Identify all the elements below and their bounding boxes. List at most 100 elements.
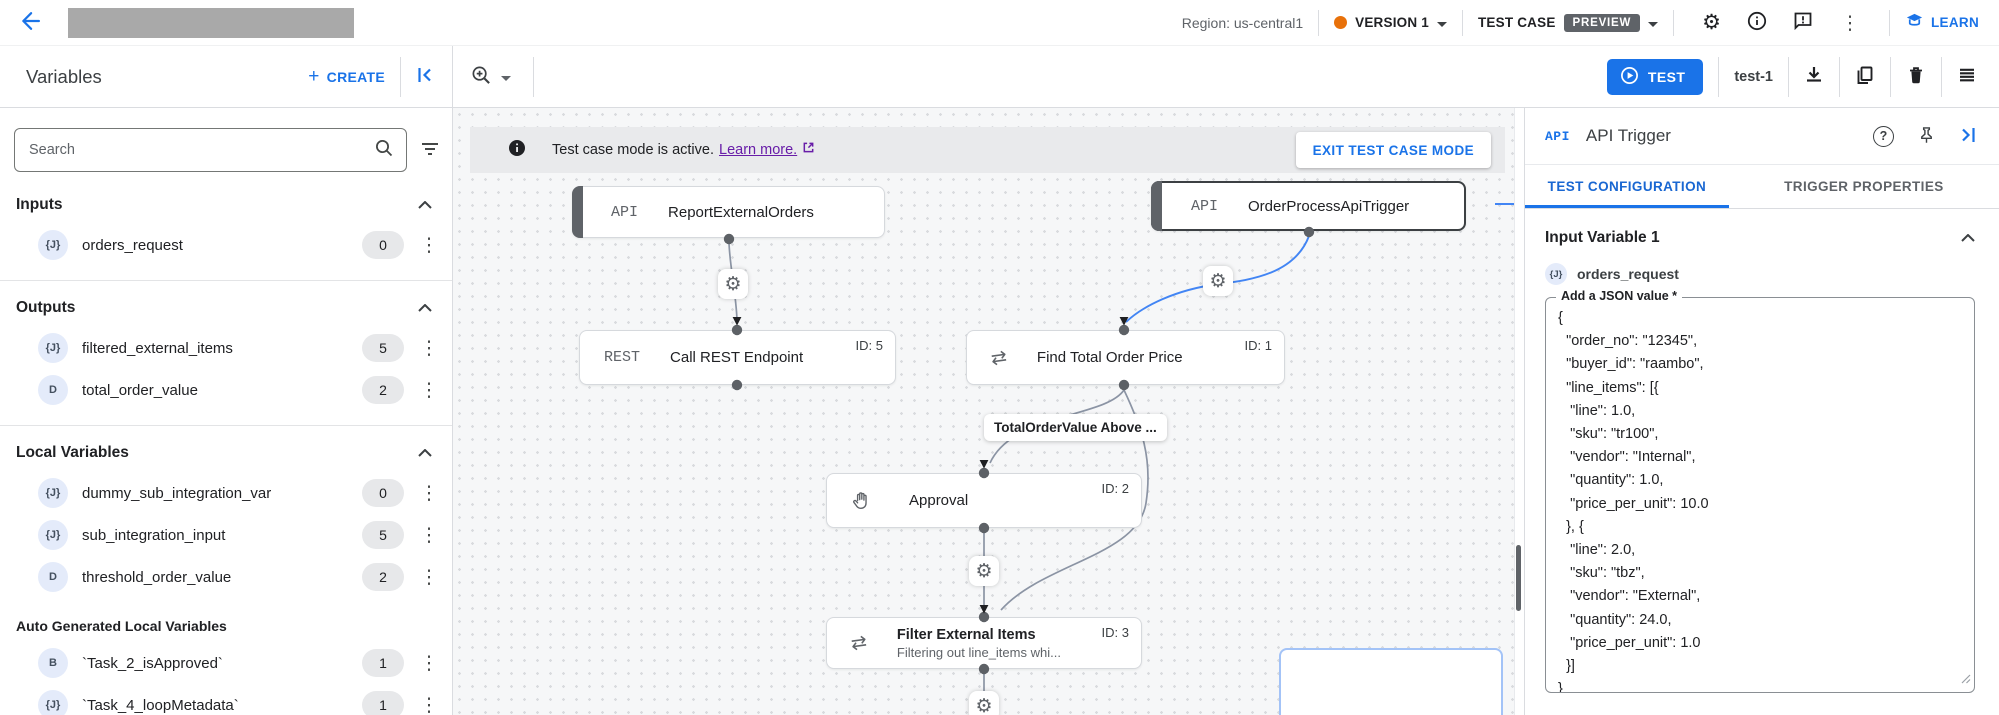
node-order-process-api-trigger[interactable]: API OrderProcessApiTrigger (1151, 181, 1466, 231)
download-button[interactable] (1804, 65, 1824, 88)
back-arrow-icon (20, 11, 40, 34)
divider (1461, 9, 1463, 36)
divider (0, 425, 452, 426)
collapse-left-icon (416, 66, 434, 87)
test-case-menu[interactable]: TEST CASE PREVIEW (1477, 13, 1659, 32)
info-button[interactable] (1747, 11, 1767, 34)
resize-handle-icon[interactable] (1961, 671, 1971, 689)
usage-count-badge: 2 (362, 563, 404, 591)
menu-lines-icon (1957, 65, 1977, 88)
data-mapping-icon: ⇄ (849, 630, 869, 656)
node-call-rest-endpoint[interactable]: REST Call REST Endpoint ID: 5 (579, 330, 896, 385)
node-id-label: ID: 2 (1101, 481, 1129, 496)
learn-link[interactable]: LEARN (1905, 12, 1979, 34)
json-type-icon: {J} (38, 478, 68, 508)
back-button[interactable] (20, 11, 40, 34)
usage-count-badge: 5 (362, 521, 404, 549)
settings-button[interactable]: ⚙ (1702, 12, 1721, 33)
draft-node-box[interactable] (1279, 648, 1503, 715)
node-type-label: API (611, 203, 639, 221)
help-button[interactable]: ? (1873, 125, 1894, 147)
node-find-total-order-price[interactable]: ⇄ Find Total Order Price ID: 1 (966, 330, 1285, 385)
divider (1673, 9, 1675, 36)
variable-row[interactable]: {J} `Task_4_loopMetadata` 1 ⋮ (0, 684, 452, 715)
edge-settings-gear-icon[interactable]: ⚙ (718, 269, 748, 299)
more-options-icon[interactable]: ⋮ (419, 524, 439, 546)
more-options-icon[interactable]: ⋮ (419, 234, 439, 256)
search-input[interactable] (29, 142, 374, 158)
input-variable-section-title: Input Variable 1 (1545, 229, 1660, 246)
node-id-label: ID: 1 (1244, 338, 1272, 353)
node-filter-external-items[interactable]: ⇄ Filter External Items Filtering out li… (826, 617, 1142, 669)
panel-tabs: TEST CONFIGURATION TRIGGER PROPERTIES (1525, 165, 1999, 209)
version-menu[interactable]: VERSION 1 (1334, 15, 1447, 30)
usage-count-badge: 1 (362, 649, 404, 677)
usage-count-badge: 5 (362, 334, 404, 362)
node-approval[interactable]: Approval ID: 2 (826, 473, 1142, 528)
more-options-icon[interactable]: ⋮ (419, 337, 439, 359)
variables-panel: Inputs {J} orders_request 0 ⋮ Outputs {J… (0, 108, 453, 715)
edge-settings-gear-icon[interactable]: ⚙ (969, 556, 999, 586)
feedback-icon (1793, 11, 1813, 34)
more-options-icon[interactable]: ⋮ (419, 652, 439, 674)
caret-down-icon (501, 69, 511, 84)
task-list-button[interactable] (1957, 65, 1977, 88)
edge-settings-gear-icon[interactable]: ⚙ (1203, 266, 1233, 296)
gear-icon: ⚙ (1702, 10, 1721, 34)
external-link-icon (802, 141, 815, 159)
tab-trigger-properties[interactable]: TRIGGER PROPERTIES (1784, 179, 1944, 194)
divider (1318, 9, 1320, 36)
inputs-section-header[interactable]: Inputs (0, 178, 452, 224)
filter-list-icon (420, 142, 440, 159)
create-variable-button[interactable]: + CREATE (308, 66, 385, 87)
divider (533, 56, 534, 97)
test-case-label: TEST CASE (1477, 15, 1556, 30)
variable-row[interactable]: {J} orders_request 0 ⋮ (0, 224, 452, 266)
variable-row[interactable]: {J} sub_integration_input 5 ⋮ (0, 514, 452, 556)
variable-row[interactable]: D total_order_value 2 ⋮ (0, 369, 452, 411)
test-case-name: test-1 (1734, 68, 1773, 85)
test-button[interactable]: TEST (1606, 58, 1704, 95)
more-options-icon[interactable]: ⋮ (419, 379, 439, 401)
info-icon (508, 139, 526, 162)
divider (1788, 56, 1789, 97)
integration-canvas[interactable]: API ReportExternalOrders API OrderProces… (453, 108, 1514, 715)
usage-count-badge: 0 (362, 231, 404, 259)
learn-more-link[interactable]: Learn more. (719, 142, 798, 158)
divider (1718, 56, 1720, 97)
edge-condition-label[interactable]: TotalOrderValue Above ... (984, 414, 1167, 441)
json-value-textarea[interactable]: { "order_no": "12345", "buyer_id": "raam… (1546, 298, 1974, 692)
local-variables-section-header[interactable]: Local Variables (0, 426, 452, 472)
chevron-up-icon[interactable] (1961, 229, 1975, 247)
delete-button[interactable] (1906, 65, 1926, 88)
panel-variable-name: orders_request (1577, 266, 1679, 282)
sort-variables-button[interactable] (420, 142, 440, 159)
variable-row[interactable]: D threshold_order_value 2 ⋮ (0, 556, 452, 598)
json-type-icon: {J} (38, 690, 68, 715)
exit-test-case-mode-button[interactable]: EXIT TEST CASE MODE (1295, 132, 1491, 168)
more-options-icon[interactable]: ⋮ (419, 694, 439, 715)
collapse-left-panel-button[interactable] (416, 66, 434, 87)
node-report-external-orders[interactable]: API ReportExternalOrders (572, 186, 885, 238)
data-mapping-icon: ⇄ (989, 345, 1009, 370)
more-options-icon[interactable]: ⋮ (419, 482, 439, 504)
variable-row[interactable]: B `Task_2_isApproved` 1 ⋮ (0, 642, 452, 684)
trash-icon (1906, 65, 1926, 88)
divider (1889, 9, 1890, 36)
outputs-section-header[interactable]: Outputs (0, 281, 452, 327)
variable-row[interactable]: {J} filtered_external_items 5 ⋮ (0, 327, 452, 369)
learn-label: LEARN (1931, 15, 1979, 30)
more-menu-button[interactable]: ⋮ (1839, 12, 1861, 34)
feedback-button[interactable] (1793, 11, 1813, 34)
tab-test-configuration[interactable]: TEST CONFIGURATION (1525, 165, 1729, 208)
zoom-control[interactable] (471, 65, 511, 89)
edge-settings-gear-icon[interactable]: ⚙ (969, 691, 999, 715)
more-options-icon[interactable]: ⋮ (419, 566, 439, 588)
variable-row[interactable]: {J} dummy_sub_integration_var 0 ⋮ (0, 472, 452, 514)
info-icon (1747, 11, 1767, 34)
copy-button[interactable] (1855, 65, 1875, 88)
editor-toolbar: Variables + CREATE TEST test-1 (0, 46, 1999, 108)
collapse-right-panel-button[interactable] (1959, 126, 1977, 147)
canvas-scrollbar[interactable] (1516, 545, 1521, 611)
pin-panel-button[interactable] (1918, 126, 1935, 147)
